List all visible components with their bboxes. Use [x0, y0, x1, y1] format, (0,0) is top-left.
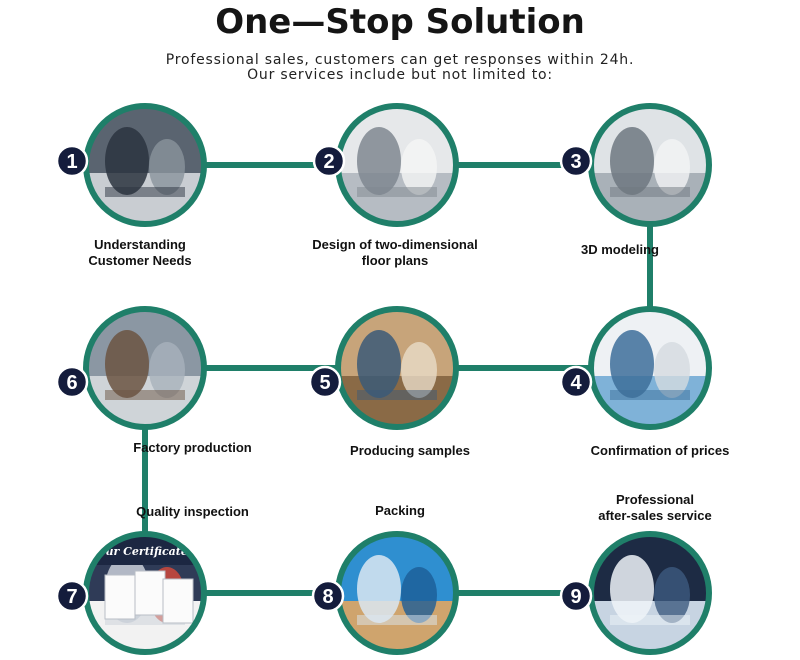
step-number-1: 1 — [66, 151, 77, 173]
step-number-3: 3 — [570, 151, 581, 173]
step-number-5: 5 — [319, 372, 330, 394]
step-label-6: Factory production — [110, 440, 275, 456]
certificate-sheet-2 — [135, 571, 165, 615]
step-label-5: Producing samples — [310, 443, 510, 459]
step-number-8: 8 — [322, 586, 333, 608]
step-number-6: 6 — [66, 372, 77, 394]
certificate-sheet-1 — [105, 575, 135, 619]
step-number-9: 9 — [570, 586, 581, 608]
step-label-8: Packing — [330, 503, 470, 519]
step-label-7: Quality inspection — [110, 504, 275, 520]
step-label-3: 3D modeling — [540, 242, 700, 258]
step-number-4: 4 — [570, 372, 582, 394]
certificate-sheet-3 — [163, 579, 193, 623]
step-label-4: Confirmation of prices — [560, 443, 760, 459]
step-number-7: 7 — [66, 586, 77, 608]
step-number-2: 2 — [323, 151, 334, 173]
